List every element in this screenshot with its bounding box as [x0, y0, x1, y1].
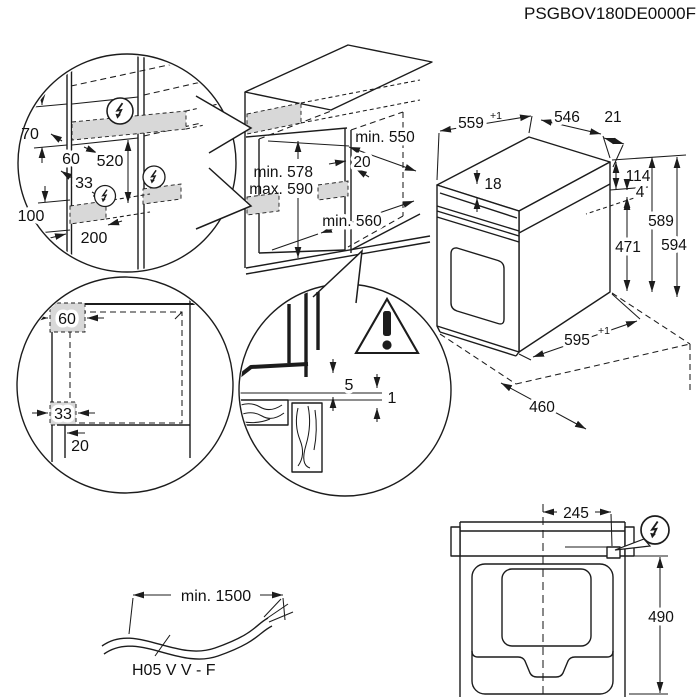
- cabinet-top-face: [244, 44, 433, 111]
- connection-area-low-detail: [69, 200, 107, 225]
- dim-terminal-offset: 245: [563, 505, 589, 522]
- detail-gap-section: 5 1: [238, 249, 452, 497]
- connection-area-top-detail: [71, 110, 187, 141]
- terminal-box: [606, 546, 621, 559]
- dim-oven-rear-offset: 21: [604, 109, 621, 126]
- dim-side-60: 60: [62, 151, 80, 168]
- oven-drawing: 559 +1 546 21 18 114 4 471 589 594 595 +…: [436, 106, 691, 430]
- cabinet-panel-section: [291, 402, 323, 473]
- side-trim-right: [624, 526, 635, 557]
- dim-oven-top-width-tol: +1: [490, 110, 502, 122]
- warning-exclamation-bar: [383, 311, 391, 336]
- cable-type-label: H05 V V - F: [132, 662, 216, 679]
- connection-area-top: [246, 102, 302, 135]
- connection-area-60: [49, 302, 86, 333]
- terminal-pointer: [614, 538, 652, 551]
- dim-oven-base-depth: 460: [529, 399, 555, 416]
- detail-circle: [16, 276, 234, 494]
- detail-pointer-top: [195, 95, 253, 154]
- detail-circle: [17, 53, 237, 273]
- dim-niche-min-height: min. 578: [254, 164, 313, 181]
- dim-side-200: 200: [81, 230, 108, 247]
- dim-cable-min-length: min. 1500: [181, 588, 251, 605]
- dim-oven-top-width: 559: [458, 115, 484, 132]
- oven-top-view: 245 490: [450, 504, 678, 698]
- cable-outline: [101, 617, 269, 652]
- dim-oven-height-b: 594: [661, 237, 687, 254]
- dim-front-33: 33: [54, 406, 72, 423]
- dim-gap-5: 5: [345, 377, 354, 394]
- wood-grain: [295, 407, 304, 467]
- dim-side-520: 520: [97, 153, 124, 170]
- detail-niche-front: 60 33 20: [16, 276, 234, 494]
- dim-oven-door-height: 471: [615, 239, 641, 256]
- wood-grain: [313, 409, 317, 451]
- dim-oven-head-height: 114: [626, 168, 651, 185]
- detail-pointer-bottom: [195, 167, 253, 230]
- power-icon: [93, 184, 117, 208]
- dim-side-70: 70: [21, 126, 39, 143]
- niche-cabinet-drawing: min. 550 20 min. 578 max. 590 min. 560: [244, 44, 433, 275]
- door-handle-groove: [471, 650, 614, 678]
- wood-grain: [303, 405, 311, 469]
- dim-top-view-depth: 490: [648, 609, 674, 626]
- wood-grain: [240, 403, 283, 411]
- detail-connection-side: 70 60 520 33 100 200: [14, 53, 253, 273]
- connection-area-side: [246, 192, 280, 216]
- dim-oven-gap: 4: [636, 184, 645, 201]
- allowed-area-dashed: [69, 311, 183, 424]
- connection-area-inner: [317, 180, 349, 201]
- dim-oven-top-depth: 546: [554, 109, 580, 126]
- connection-area-33: [49, 401, 77, 426]
- dim-side-33: 33: [75, 175, 93, 192]
- oven-trim-section: [240, 362, 309, 383]
- dim-oven-front-width: 595: [564, 332, 590, 349]
- side-trim-left: [450, 526, 461, 557]
- warning-icon: [354, 296, 420, 355]
- dim-niche-min-width: min. 550: [355, 129, 415, 146]
- model-code: PSGBOV180DE0000F: [524, 4, 696, 23]
- oven-door-window: [450, 247, 505, 325]
- cable-outline: [103, 625, 273, 660]
- dim-oven-front-width-tol: +1: [598, 325, 610, 337]
- dim-front-20: 20: [71, 438, 89, 455]
- dim-side-100: 100: [18, 208, 45, 225]
- dim-niche-side-clearance: 20: [353, 154, 371, 171]
- wood-grain: [240, 412, 285, 419]
- worktop-section: [240, 399, 289, 426]
- dim-niche-min-depth: min. 560: [322, 213, 382, 230]
- power-icon: [640, 515, 670, 545]
- warning-exclamation-dot: [382, 340, 392, 350]
- dim-oven-height-a: 589: [648, 213, 674, 230]
- dim-gap-1: 1: [388, 390, 397, 407]
- dim-front-60: 60: [58, 311, 76, 328]
- mains-cable-drawing: min. 1500 H05 V V - F: [101, 585, 294, 679]
- dim-niche-max-height: max. 590: [249, 181, 313, 198]
- power-icon: [142, 165, 166, 189]
- power-icon: [106, 97, 134, 125]
- detail-pointer-up: [312, 249, 363, 304]
- dim-oven-top-edge: 18: [484, 176, 501, 193]
- cavity-inner-outline: [501, 568, 592, 647]
- connection-area-wall-detail: [142, 183, 182, 205]
